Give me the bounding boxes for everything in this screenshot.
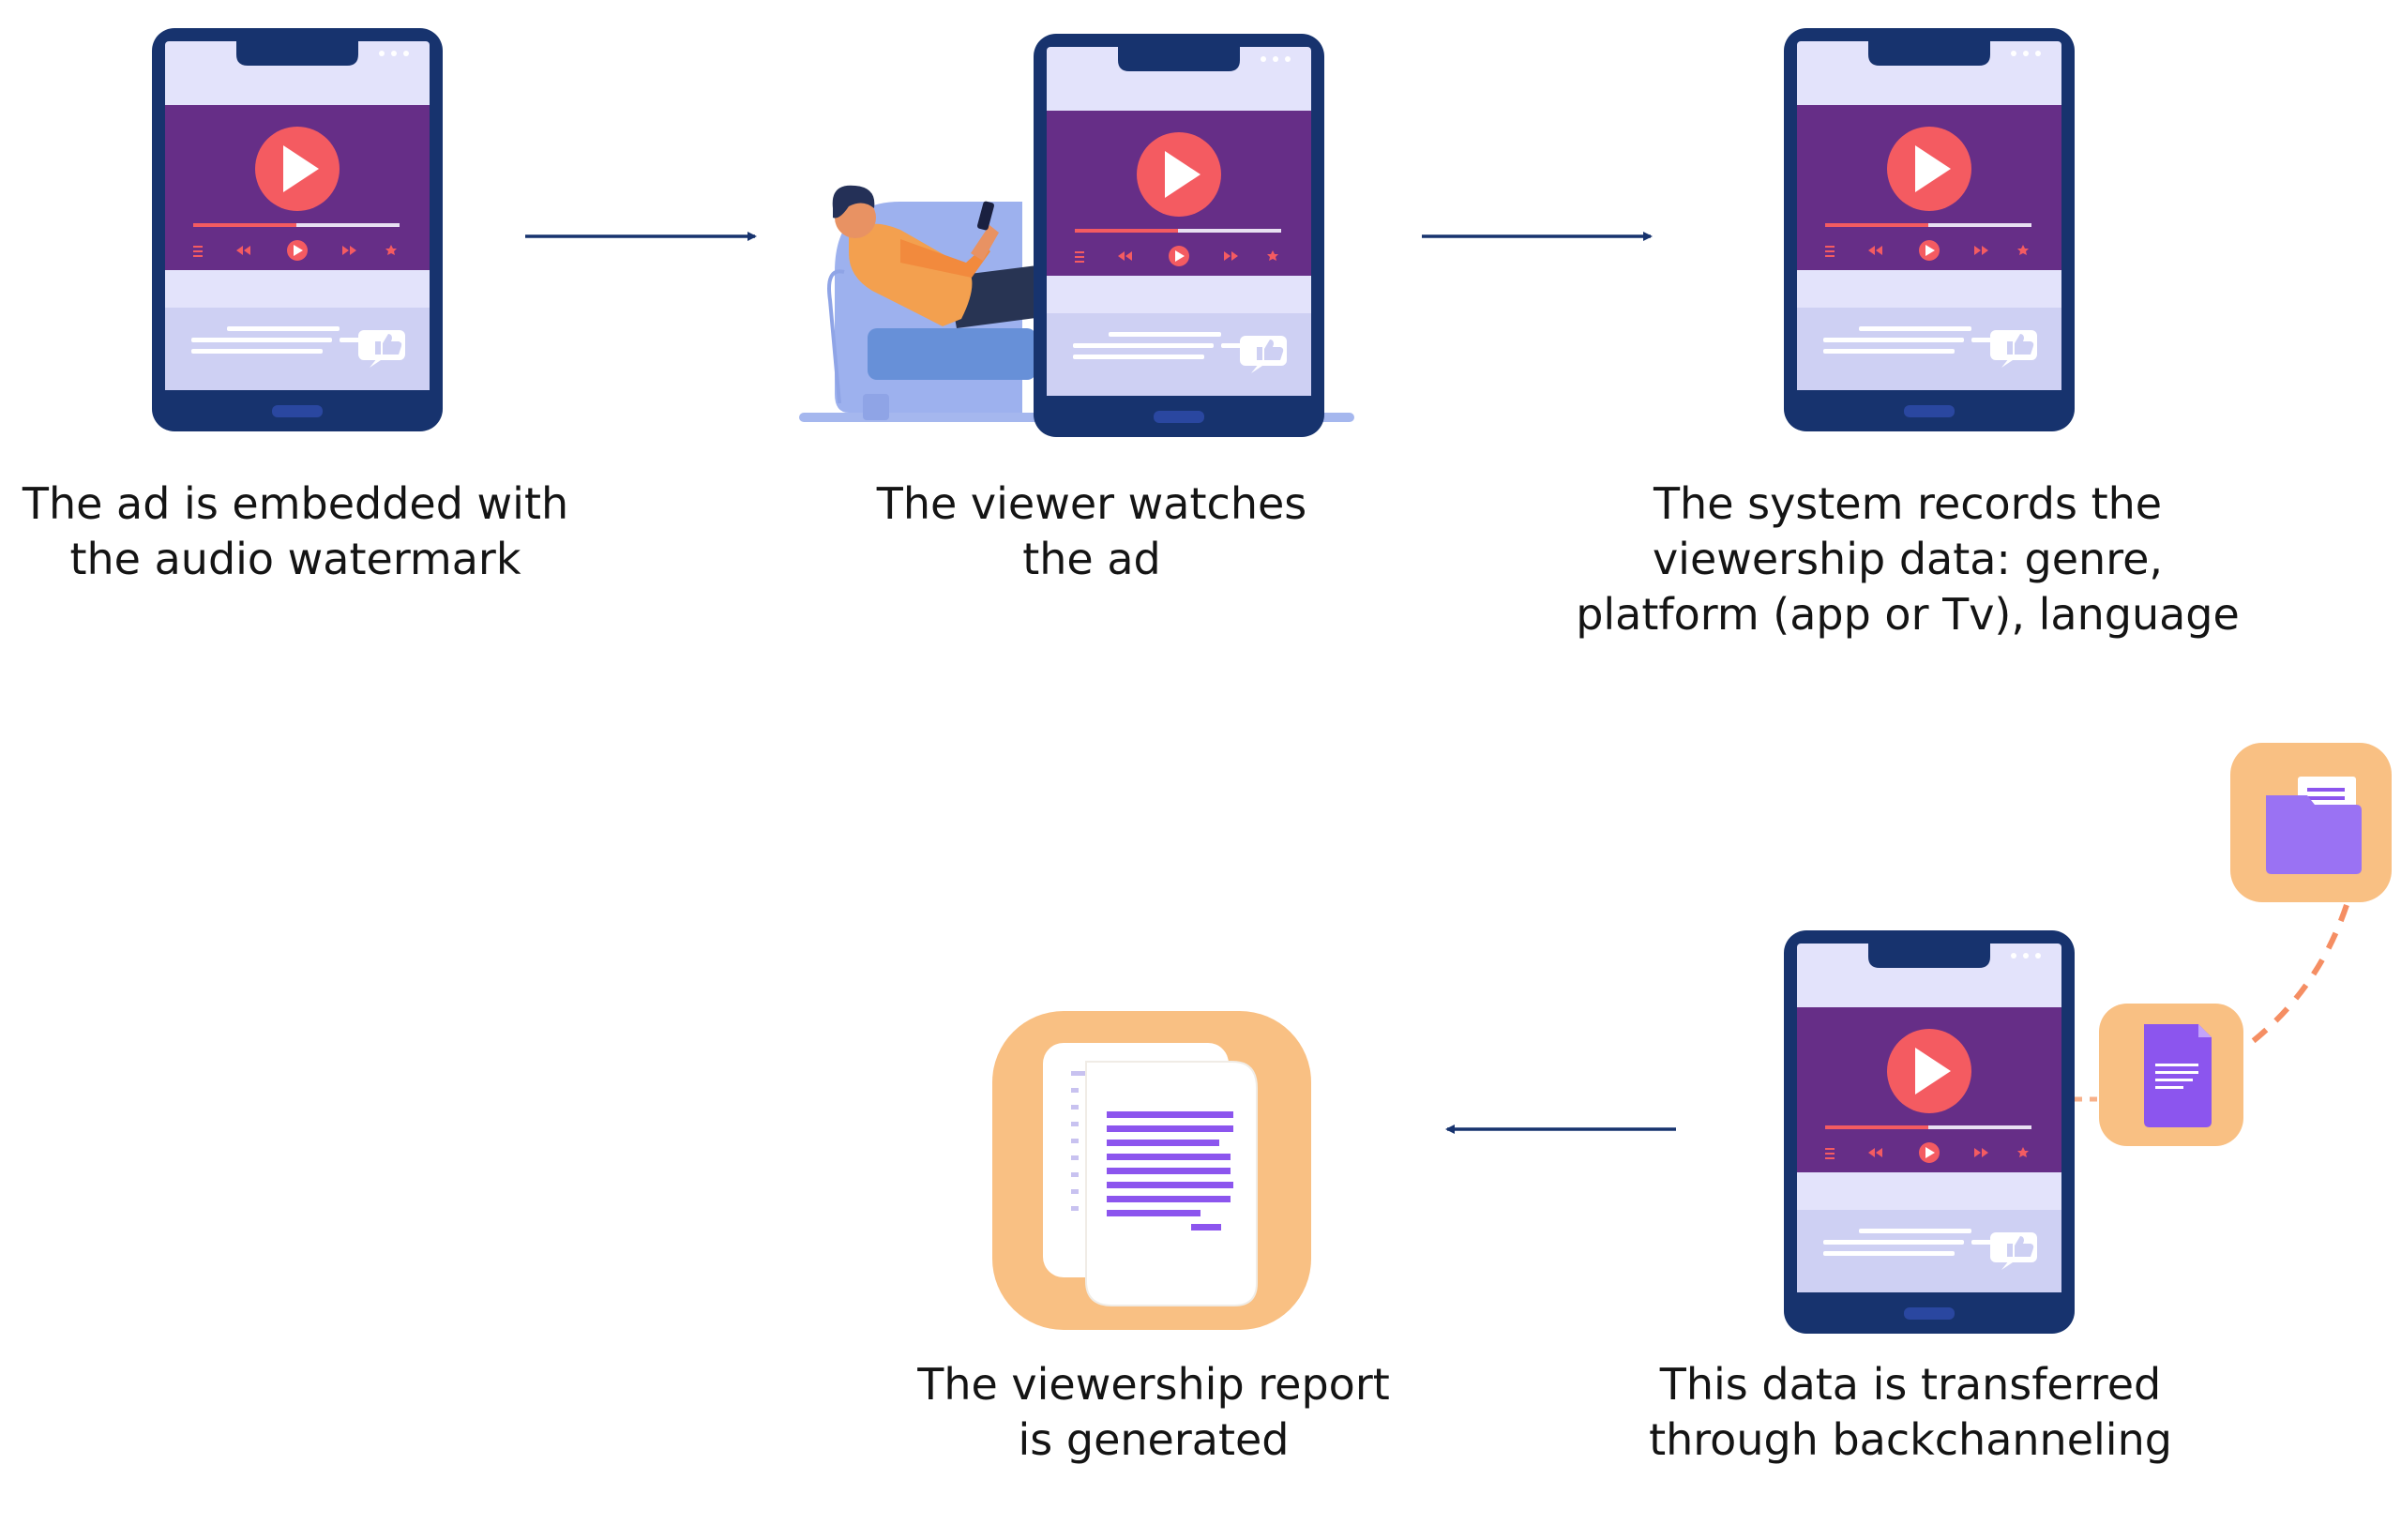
step-3-caption: The system records the viewership data: … <box>1533 476 2283 642</box>
caption-line: The viewer watches <box>876 478 1307 529</box>
step-4-caption: This data is transferred through backcha… <box>1613 1357 2208 1468</box>
caption-line: through backchanneling <box>1649 1414 2172 1465</box>
caption-line: This data is transferred <box>1659 1359 2162 1410</box>
phone-video-icon <box>1784 930 2075 1334</box>
caption-line: the audio watermark <box>69 534 521 584</box>
caption-line: platform (app or Tv), language <box>1576 589 2240 640</box>
document-icon <box>2099 1004 2243 1146</box>
phone-video-icon <box>152 28 443 431</box>
caption-line: The ad is embedded with <box>22 478 569 529</box>
caption-line: viewership data: genre, <box>1652 534 2164 584</box>
phone-video-icon <box>1034 34 1324 437</box>
folder-icon <box>2230 743 2392 902</box>
caption-line: The system records the <box>1653 478 2163 529</box>
caption-line: is generated <box>1018 1414 1290 1465</box>
caption-line: The viewership report <box>917 1359 1390 1410</box>
caption-line: the ad <box>1022 534 1161 584</box>
phone-video-icon <box>1784 28 2075 431</box>
step-1-caption: The ad is embedded with the audio waterm… <box>0 476 591 587</box>
step-5-caption: The viewership report is generated <box>891 1357 1416 1468</box>
report-icon <box>992 1011 1311 1330</box>
step-2-caption: The viewer watches the ad <box>863 476 1321 587</box>
